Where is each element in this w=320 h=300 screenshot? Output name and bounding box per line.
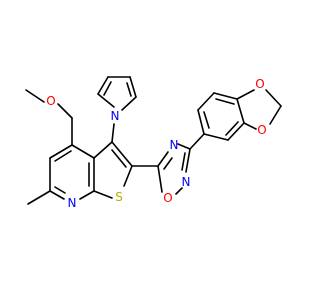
ether-oxygen: O bbox=[46, 94, 55, 108]
bond-c4a-c3 bbox=[93, 141, 113, 159]
atom-label-s-thiophene: S bbox=[115, 190, 123, 204]
bond-cd-npyrrole bbox=[121, 96, 137, 111]
atom-label-o-dioxole-top: O bbox=[255, 77, 264, 91]
bond-benz-1 bbox=[197, 109, 205, 135]
bond-cc-cd bbox=[129, 76, 137, 98]
dioxole-oxygen-top: O bbox=[255, 77, 264, 91]
bond-c3-c2 bbox=[111, 141, 133, 167]
bond-c5ox-n4 bbox=[157, 151, 169, 167]
bond-benz-6 bbox=[203, 133, 229, 141]
bond-benz-2 bbox=[197, 92, 215, 111]
atom-label-n-oxadiazole-bottom: N bbox=[182, 175, 191, 189]
bond-ca-cb bbox=[97, 76, 109, 95]
bond-cc-cd-inner bbox=[126, 82, 132, 97]
bond-ca-cb-inner bbox=[103, 81, 112, 96]
atom-label-n-pyrrole: N bbox=[111, 109, 120, 123]
bond-methyl-ether bbox=[25, 89, 45, 103]
bond-n4-c3ox bbox=[177, 143, 191, 150]
bond-c3-c2-inner bbox=[111, 149, 127, 168]
bond-s1-c7a bbox=[93, 190, 113, 199]
bond-benz-3-inner bbox=[215, 98, 235, 105]
bond-n2-o1 bbox=[175, 187, 183, 195]
pyrrole-nitrogen: N bbox=[111, 109, 120, 123]
atom-label-o-oxadiazole: O bbox=[163, 191, 172, 205]
skeleton-bonds bbox=[25, 76, 282, 205]
bond-n7-c6-inner bbox=[54, 186, 66, 194]
molecule-structure: O N N S N N O O O bbox=[25, 76, 282, 210]
bond-benz-3 bbox=[213, 92, 238, 100]
bond-o1-c5ox bbox=[157, 165, 163, 193]
oxadiazole-nitrogen-bottom: N bbox=[182, 175, 191, 189]
bond-ch2-obottom bbox=[269, 105, 282, 125]
bond-c5-c4 bbox=[49, 144, 73, 159]
bond-ether-ch2 bbox=[57, 103, 73, 119]
bond-c3ox-n2 bbox=[185, 148, 191, 173]
bond-benz-5 bbox=[227, 122, 245, 141]
bond-otop-ch2 bbox=[265, 89, 282, 107]
atom-label-n-oxadiazole-top: N bbox=[170, 138, 179, 152]
atom-label-o-ether: O bbox=[46, 94, 55, 108]
bond-obottom-c7a bbox=[243, 122, 257, 130]
bond-benz-1-inner bbox=[203, 111, 210, 129]
bond-c6-methyl bbox=[27, 190, 51, 205]
bond-c3ox-n2-inner bbox=[181, 152, 186, 171]
bond-benz-5-inner bbox=[225, 121, 239, 136]
bond-n7-c6 bbox=[49, 190, 65, 200]
bond-c3-npyrrole bbox=[111, 123, 115, 143]
bond-c4-c4a bbox=[71, 144, 95, 159]
bond-c2-s1 bbox=[123, 165, 133, 187]
bond-c5ox-n4-inner bbox=[163, 157, 173, 170]
bond-c5-c4-inner bbox=[54, 150, 72, 162]
atom-label-n-pyridine: N bbox=[68, 196, 77, 210]
oxadiazole-nitrogen-top: N bbox=[170, 138, 179, 152]
bond-c7a-n7 bbox=[79, 190, 95, 200]
oxadiazole-oxygen: O bbox=[163, 191, 172, 205]
bond-c3ox-aryl bbox=[189, 133, 205, 150]
bond-c3a-otop bbox=[236, 89, 255, 100]
thiophene-sulfur: S bbox=[115, 190, 123, 204]
bond-npyrrole-ca bbox=[97, 93, 115, 108]
bond-benz-4 bbox=[236, 98, 245, 124]
atom-label-o-dioxole-bottom: O bbox=[257, 123, 266, 137]
atom-labels: O N N S N N O O O bbox=[46, 77, 266, 210]
dioxole-oxygen-bottom: O bbox=[257, 123, 266, 137]
pyridine-nitrogen: N bbox=[68, 196, 77, 210]
